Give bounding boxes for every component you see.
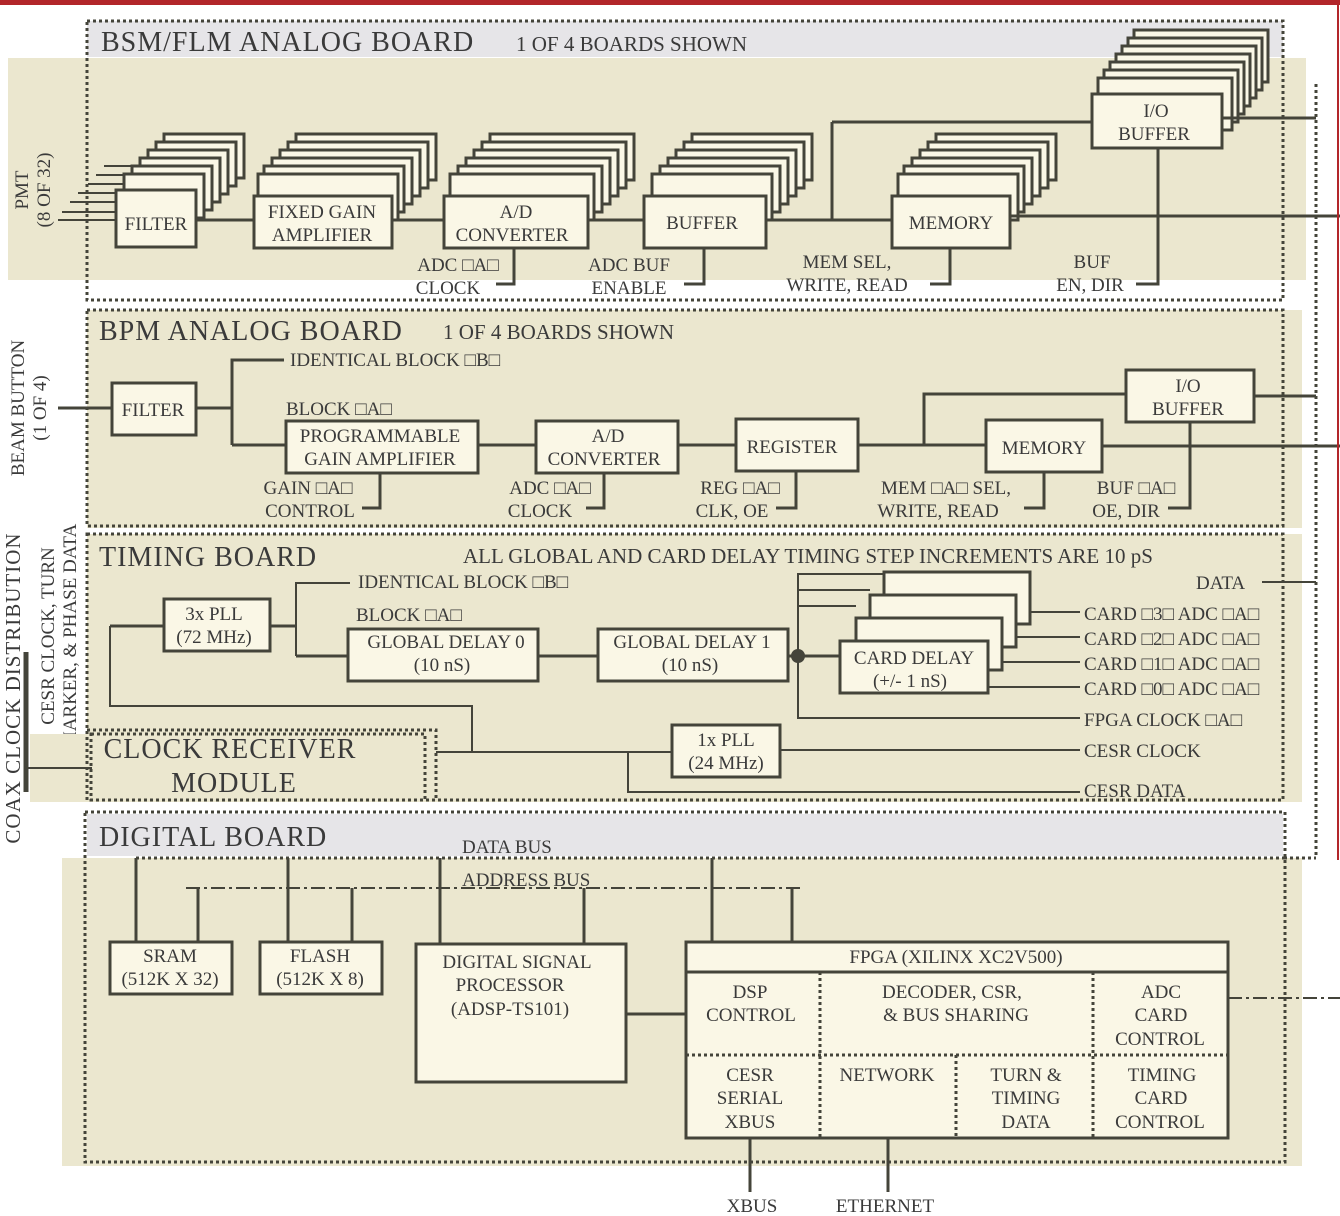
bsm-border: [85, 19, 1285, 302]
bsm-mem-sel: MEM SEL,WRITE, READ: [786, 252, 907, 296]
bpm-gain-control: GAIN □A□CONTROL: [264, 478, 355, 522]
timing-out-card1: CARD □1□ ADC □A□: [1084, 654, 1260, 675]
bpm-memory-label: MEMORY: [1002, 438, 1087, 459]
crm-fill: [30, 734, 436, 802]
bpm-title: BPM ANALOG BOARD: [99, 316, 403, 347]
bpm-buf-oe: BUF □A□OE, DIR: [1092, 478, 1175, 522]
bpm-filter-label: FILTER: [122, 400, 185, 421]
bsm-board: BSM/FLM ANALOG BOARD 1 OF 4 BOARDS SHOWN…: [8, 19, 1340, 302]
timing-data-label: DATA: [1196, 573, 1245, 594]
bsm-header: [87, 21, 1283, 57]
bsm-filter-label: FILTER: [125, 214, 188, 235]
gd0-label: GLOBAL DELAY 0(10 nS): [367, 632, 524, 676]
crm-border-inner: [89, 732, 427, 802]
digital-header: [87, 814, 1283, 856]
sram-label: SRAM(512K X 32): [121, 946, 218, 990]
flash-label: FLASH(512K X 8): [276, 946, 364, 990]
bpm-board: BPM ANALOG BOARD 1 OF 4 BOARDS SHOWN BEA…: [8, 308, 1340, 528]
bpm-subtitle: 1 OF 4 BOARDS SHOWN: [443, 320, 674, 344]
bpm-identical-block: IDENTICAL BLOCK □B□: [290, 350, 501, 371]
fpga-title: FPGA (XILINX XC2V500): [849, 947, 1062, 968]
timing-out-card0: CARD □0□ ADC □A□: [1084, 679, 1260, 700]
timing-board: TIMING BOARD ALL GLOBAL AND CARD DELAY T…: [28, 524, 1316, 802]
bsm-title: BSM/FLM ANALOG BOARD: [101, 27, 474, 58]
bsm-adc-clock: ADC □A□CLOCK: [416, 255, 499, 299]
bsm-subtitle: 1 OF 4 BOARDS SHOWN: [516, 32, 747, 56]
bpm-border: [85, 308, 1285, 528]
timing-out-fpga-clock: FPGA CLOCK □A□: [1084, 710, 1243, 731]
crm-border-outer: [85, 728, 438, 802]
timing-note: ALL GLOBAL AND CARD DELAY TIMING STEP IN…: [463, 544, 1153, 568]
bpm-reg-clk: REG □A□CLK, OE: [696, 478, 781, 522]
beam-button-label: BEAM BUTTON(1 OF 4): [8, 340, 51, 477]
pll1-label: 1x PLL(24 MHz): [688, 730, 763, 774]
ethernet-label: ETHERNET: [836, 1196, 935, 1216]
card-delay-label: CARD DELAY(+/- 1 nS): [854, 648, 974, 692]
data-bus-label: DATA BUS: [462, 837, 552, 858]
timing-identical-block: IDENTICAL BLOCK □B□: [358, 572, 569, 593]
timing-border: [85, 532, 1285, 802]
coax-label: COAX CLOCK DISTRIBUTION: [1, 532, 25, 843]
timing-out-cesr-clock: CESR CLOCK: [1084, 741, 1201, 762]
bsm-buffer-label: BUFFER: [666, 213, 738, 234]
bpm-adc-clock: ADC □A□CLOCK: [508, 478, 591, 522]
timing-title: TIMING BOARD: [99, 542, 317, 573]
pmt-label: PMT(8 OF 32): [12, 153, 55, 228]
gd1-label: GLOBAL DELAY 1(10 nS): [613, 632, 770, 676]
timing-block-a: BLOCK □A□: [356, 605, 462, 626]
bpm-mem-sel: MEM □A□ SEL,WRITE, READ: [877, 478, 1011, 522]
fpga-network: NETWORK: [840, 1065, 935, 1086]
pll3-label: 3x PLL(72 MHz): [176, 604, 251, 648]
cesr-side-label: CESR CLOCK, TURNMARKER, & PHASE DATA: [38, 524, 81, 749]
address-bus-label: ADDRESS BUS: [462, 870, 590, 891]
bpm-block-a: BLOCK □A□: [286, 399, 392, 420]
bsm-memory-label: MEMORY: [909, 213, 994, 234]
digital-border: [83, 810, 1287, 1164]
timing-out-card3: CARD □3□ ADC □A□: [1084, 604, 1260, 625]
top-red-rule: [0, 0, 1340, 5]
bpm-register-label: REGISTER: [747, 437, 838, 458]
xbus-label: XBUS: [727, 1196, 778, 1216]
fpga-decoder: DECODER, CSR,& BUS SHARING: [882, 982, 1029, 1026]
timing-out-card2: CARD □2□ ADC □A□: [1084, 629, 1260, 650]
digital-board: DIGITAL BOARD DATA BUS ADDRESS BUS SRAM(…: [62, 810, 1340, 1216]
digital-title: DIGITAL BOARD: [99, 822, 327, 853]
timing-out-cesr-data: CESR DATA: [1084, 781, 1186, 802]
